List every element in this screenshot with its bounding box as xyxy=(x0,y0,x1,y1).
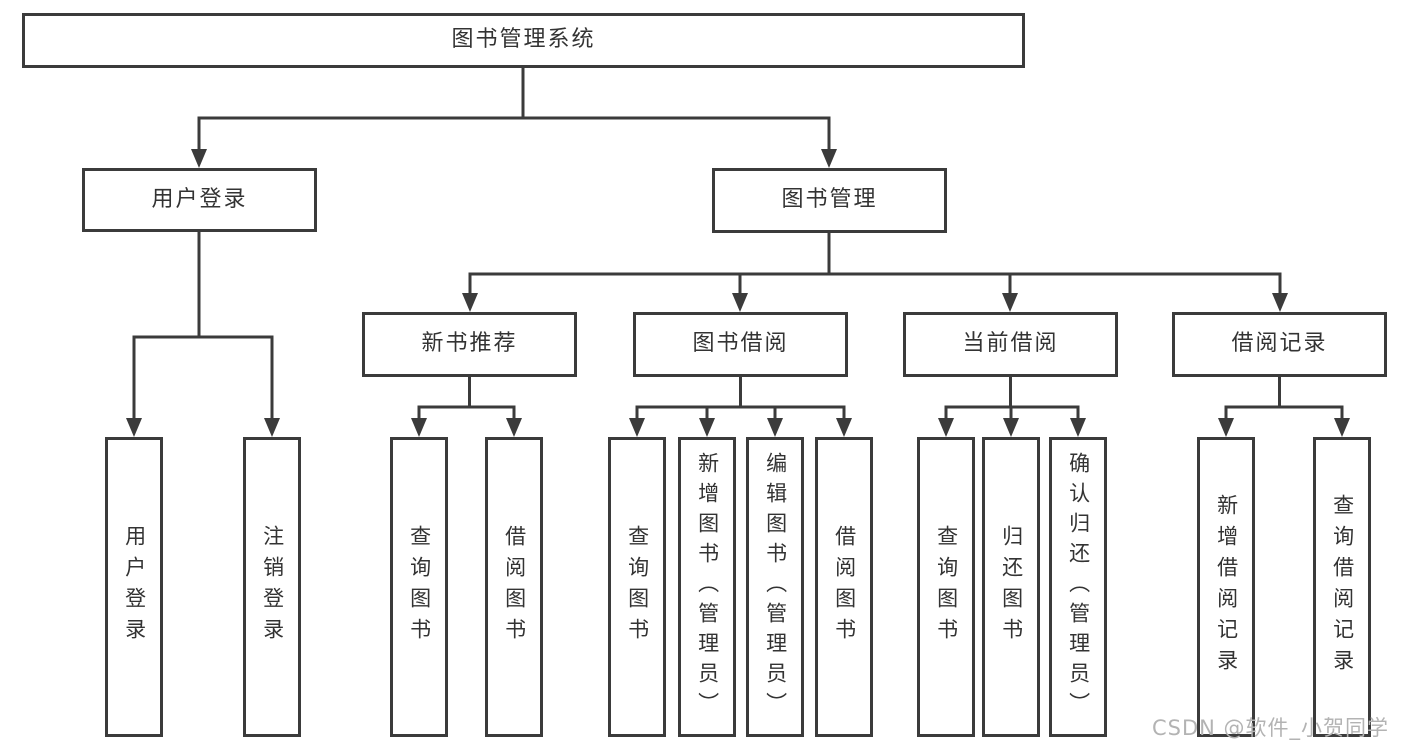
node-system-root: 图书管理系统 xyxy=(22,13,1025,68)
connector-line xyxy=(417,375,516,420)
arrowhead-down xyxy=(1003,418,1019,437)
leaf-query-borrow-record: 查询借阅记录 xyxy=(1313,437,1371,737)
node-user-login: 用户登录 xyxy=(82,168,317,232)
arrowhead-down xyxy=(1218,418,1234,437)
arrowhead-down xyxy=(1334,418,1350,437)
leaf-borrow-books-2: 借阅图书 xyxy=(815,437,873,737)
connector-book-borrow-branch xyxy=(629,375,852,437)
leaf-borrow-books-1: 借阅图书 xyxy=(485,437,543,737)
leaf-add-book-admin: 新增图书（管理员） xyxy=(678,437,736,737)
connector-new-book-branch xyxy=(411,375,522,437)
arrowhead-down xyxy=(732,293,748,312)
arrowhead-down xyxy=(629,418,645,437)
leaf-query-books-1: 查询图书 xyxy=(390,437,448,737)
arrowhead-down xyxy=(264,418,280,437)
leaf-return-books: 归还图书 xyxy=(982,437,1040,737)
leaf-confirm-return-admin: 确认归还（管理员） xyxy=(1049,437,1107,737)
connector-line xyxy=(944,375,1080,420)
arrowhead-down xyxy=(1002,293,1018,312)
connector-current-borrow-branch xyxy=(938,375,1086,437)
connector-line xyxy=(197,68,831,151)
arrowhead-down xyxy=(411,418,427,437)
csdn-watermark: CSDN @软件_小贺同学 xyxy=(1152,716,1390,740)
node-new-book-recommend: 新书推荐 xyxy=(362,312,577,377)
leaf-query-books-3: 查询图书 xyxy=(917,437,975,737)
arrowhead-down xyxy=(699,418,715,437)
arrowhead-down xyxy=(191,149,207,168)
connector-line xyxy=(468,231,1282,295)
leaf-logout: 注销登录 xyxy=(243,437,301,737)
arrowhead-down xyxy=(126,418,142,437)
node-book-borrow: 图书借阅 xyxy=(633,312,848,377)
connector-root-to-level2 xyxy=(191,68,837,168)
arrowhead-down xyxy=(767,418,783,437)
arrowhead-down xyxy=(462,293,478,312)
leaf-edit-book-admin: 编辑图书（管理员） xyxy=(746,437,804,737)
leaf-add-borrow-record: 新增借阅记录 xyxy=(1197,437,1255,737)
connector-line xyxy=(635,375,846,420)
node-borrow-records: 借阅记录 xyxy=(1172,312,1387,377)
connector-user-login-branch xyxy=(126,230,280,437)
connector-book-mgmt-branch xyxy=(462,231,1288,312)
connector-line xyxy=(1224,375,1344,420)
arrowhead-down xyxy=(506,418,522,437)
leaf-query-books-2: 查询图书 xyxy=(608,437,666,737)
leaf-user-login: 用户登录 xyxy=(105,437,163,737)
node-current-borrow: 当前借阅 xyxy=(903,312,1118,377)
connector-borrow-records-branch xyxy=(1218,375,1350,437)
arrowhead-down xyxy=(821,149,837,168)
arrowhead-down xyxy=(938,418,954,437)
arrowhead-down xyxy=(1070,418,1086,437)
arrowhead-down xyxy=(836,418,852,437)
node-book-mgmt: 图书管理 xyxy=(712,168,947,233)
arrowhead-down xyxy=(1272,293,1288,312)
connector-line xyxy=(132,230,274,420)
